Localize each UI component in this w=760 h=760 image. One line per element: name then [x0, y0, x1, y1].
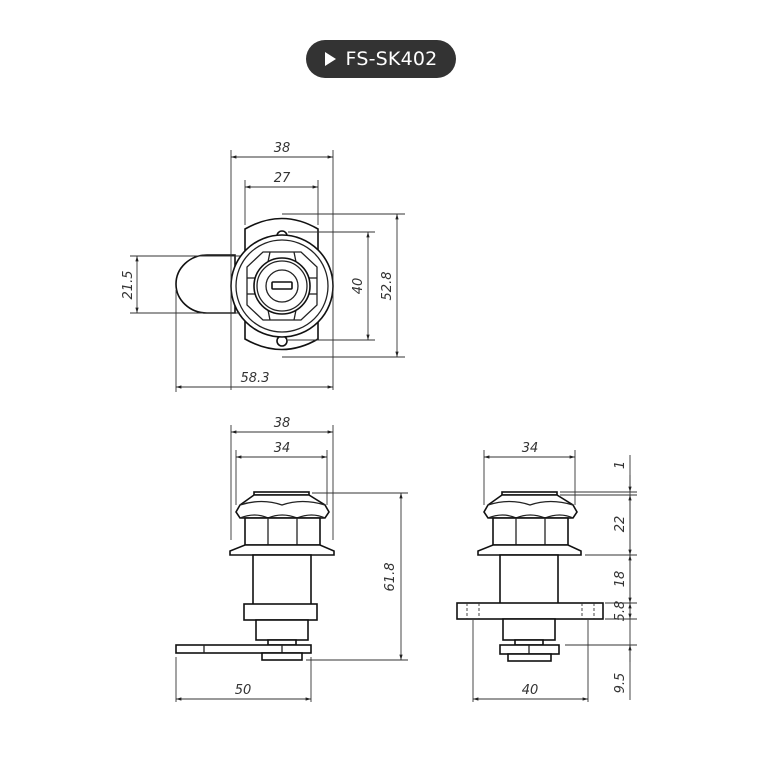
dim-end-40: 40 [472, 620, 589, 702]
svg-text:58.3: 58.3 [241, 371, 270, 386]
svg-text:1: 1 [613, 461, 628, 469]
svg-text:34: 34 [274, 441, 291, 456]
dim-end-34: 34 [483, 441, 576, 505]
dim-front-40: 40 [288, 231, 375, 341]
model-label: FS-SK402 [345, 48, 438, 70]
svg-text:61.8: 61.8 [383, 563, 398, 592]
svg-text:27: 27 [274, 171, 291, 186]
svg-text:52.8: 52.8 [380, 272, 395, 301]
dim-front-52-8: 52.8 [282, 213, 405, 358]
svg-text:50: 50 [235, 683, 252, 698]
svg-text:40: 40 [351, 278, 366, 295]
dim-front-21-5: 21.5 [121, 255, 240, 314]
dim-side-50: 50 [175, 657, 312, 702]
svg-text:22: 22 [613, 516, 628, 533]
end-view: 34 40 1 22 18 5.8 9.5 [456, 441, 637, 702]
svg-text:5.8: 5.8 [613, 601, 628, 622]
svg-text:38: 38 [274, 141, 291, 156]
front-view: 38 27 21.5 40 52.8 [121, 141, 405, 392]
dim-end-chain: 1 22 18 5.8 9.5 [560, 455, 637, 700]
svg-text:21.5: 21.5 [121, 271, 136, 300]
svg-text:9.5: 9.5 [613, 673, 628, 694]
svg-text:34: 34 [522, 441, 539, 456]
dim-side-34: 34 [235, 441, 328, 505]
dim-front-27: 27 [244, 171, 319, 225]
model-badge: FS-SK402 [306, 40, 456, 78]
dim-front-38: 38 [230, 141, 334, 390]
svg-text:40: 40 [522, 683, 539, 698]
play-triangle-icon [324, 52, 336, 66]
side-view: 38 34 61.8 50 [175, 416, 408, 702]
dim-side-61-8: 61.8 [306, 492, 408, 661]
svg-text:38: 38 [274, 416, 291, 431]
svg-text:18: 18 [613, 571, 628, 588]
dim-side-38: 38 [230, 416, 334, 540]
dim-front-58-3: 58.3 [175, 290, 333, 392]
